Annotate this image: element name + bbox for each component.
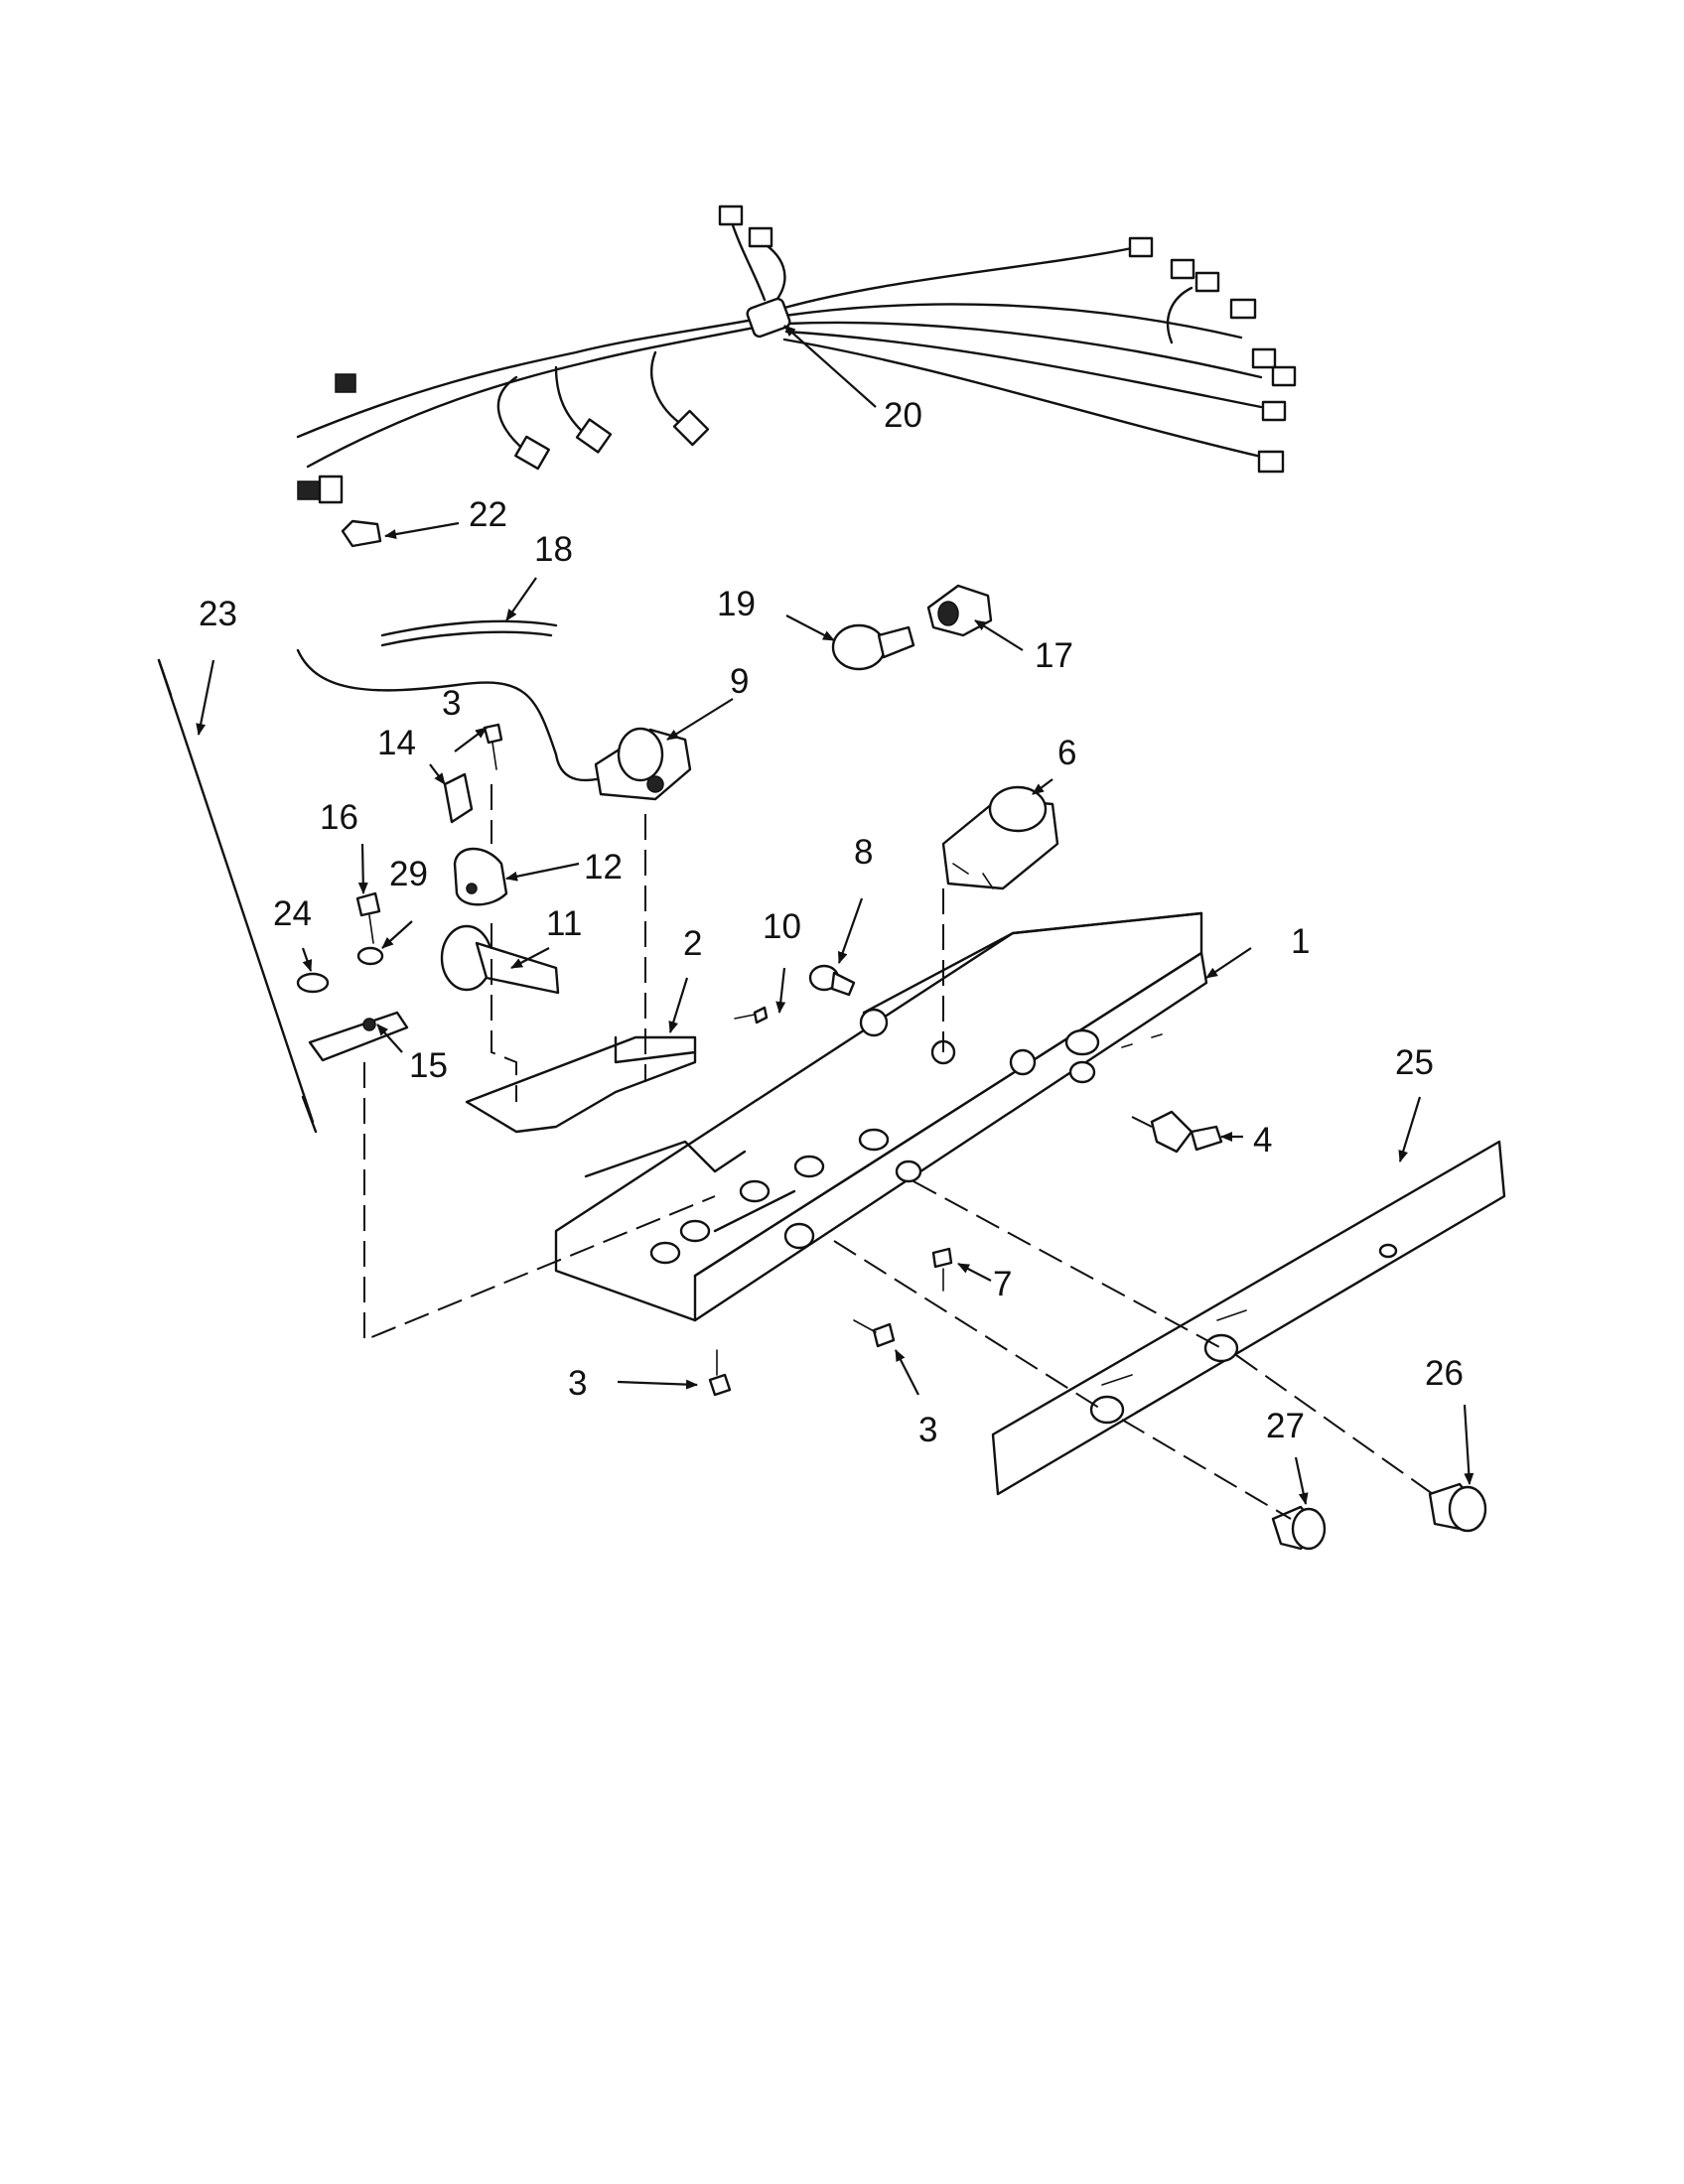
callout-26: 26 (1425, 1354, 1464, 1393)
callout-18: 18 (534, 530, 573, 569)
callout-15: 15 (409, 1046, 448, 1085)
temperature-control (594, 727, 692, 801)
callout-labels: 20 22 18 19 17 9 23 3 14 6 16 12 8 29 24… (199, 396, 1464, 1449)
wire-clip (341, 519, 382, 548)
callout-22: 22 (469, 495, 507, 534)
screw-bottom-right (853, 1319, 896, 1348)
callout-12: 12 (584, 848, 623, 887)
damper-rod (157, 658, 318, 1134)
harness-connector-sleeve (746, 297, 791, 339)
callout-24: 24 (273, 894, 312, 933)
screw-7 (931, 1247, 953, 1292)
callout-11: 11 (546, 904, 582, 943)
lamp-socket (926, 584, 993, 637)
screw-bottom-left (708, 1349, 732, 1397)
damper-lever (308, 1011, 409, 1062)
callout-14: 14 (377, 724, 416, 762)
callout-3-bottom-left: 3 (568, 1364, 587, 1403)
callout-2: 2 (683, 924, 702, 963)
callout-23: 23 (199, 595, 237, 633)
defrost-timer (941, 785, 1059, 890)
callout-6: 6 (1057, 734, 1076, 772)
mounting-bracket (465, 1035, 697, 1134)
screw-16 (355, 891, 381, 944)
damper-bracket (443, 772, 474, 824)
callout-9: 9 (730, 662, 749, 701)
callout-25: 25 (1395, 1043, 1434, 1082)
damper-assembly (440, 924, 560, 995)
callout-arrows (196, 325, 1474, 1505)
callout-19: 19 (717, 585, 756, 623)
callout-29: 29 (389, 855, 428, 893)
callout-1: 1 (1291, 922, 1310, 961)
callout-3-bottom-right: 3 (918, 1411, 937, 1449)
wire-harness (296, 205, 1297, 504)
callout-8: 8 (854, 833, 873, 872)
light-bulb (831, 623, 915, 671)
callout-10: 10 (763, 907, 801, 946)
harness-plug (297, 480, 321, 500)
thermostat-tube (380, 619, 558, 647)
callout-3-top: 3 (442, 684, 461, 723)
callout-7: 7 (993, 1265, 1012, 1303)
knob-26 (1428, 1482, 1487, 1533)
indicator-light (808, 964, 856, 997)
screw-top (483, 723, 503, 770)
screw-10 (734, 1006, 769, 1024)
tube-clamp (453, 847, 508, 906)
control-housing (554, 911, 1208, 1322)
control-panel (991, 1140, 1506, 1496)
callout-16: 16 (320, 798, 358, 837)
washer-29 (356, 946, 384, 966)
callout-17: 17 (1035, 636, 1073, 675)
knob-27 (1271, 1505, 1327, 1551)
callout-27: 27 (1266, 1407, 1305, 1445)
washer-24 (296, 972, 330, 994)
callout-4: 4 (1253, 1121, 1272, 1160)
control-capillary (296, 648, 618, 782)
door-switch (1150, 1110, 1223, 1154)
assembly-guides (363, 784, 1441, 1520)
callout-20: 20 (884, 396, 922, 435)
